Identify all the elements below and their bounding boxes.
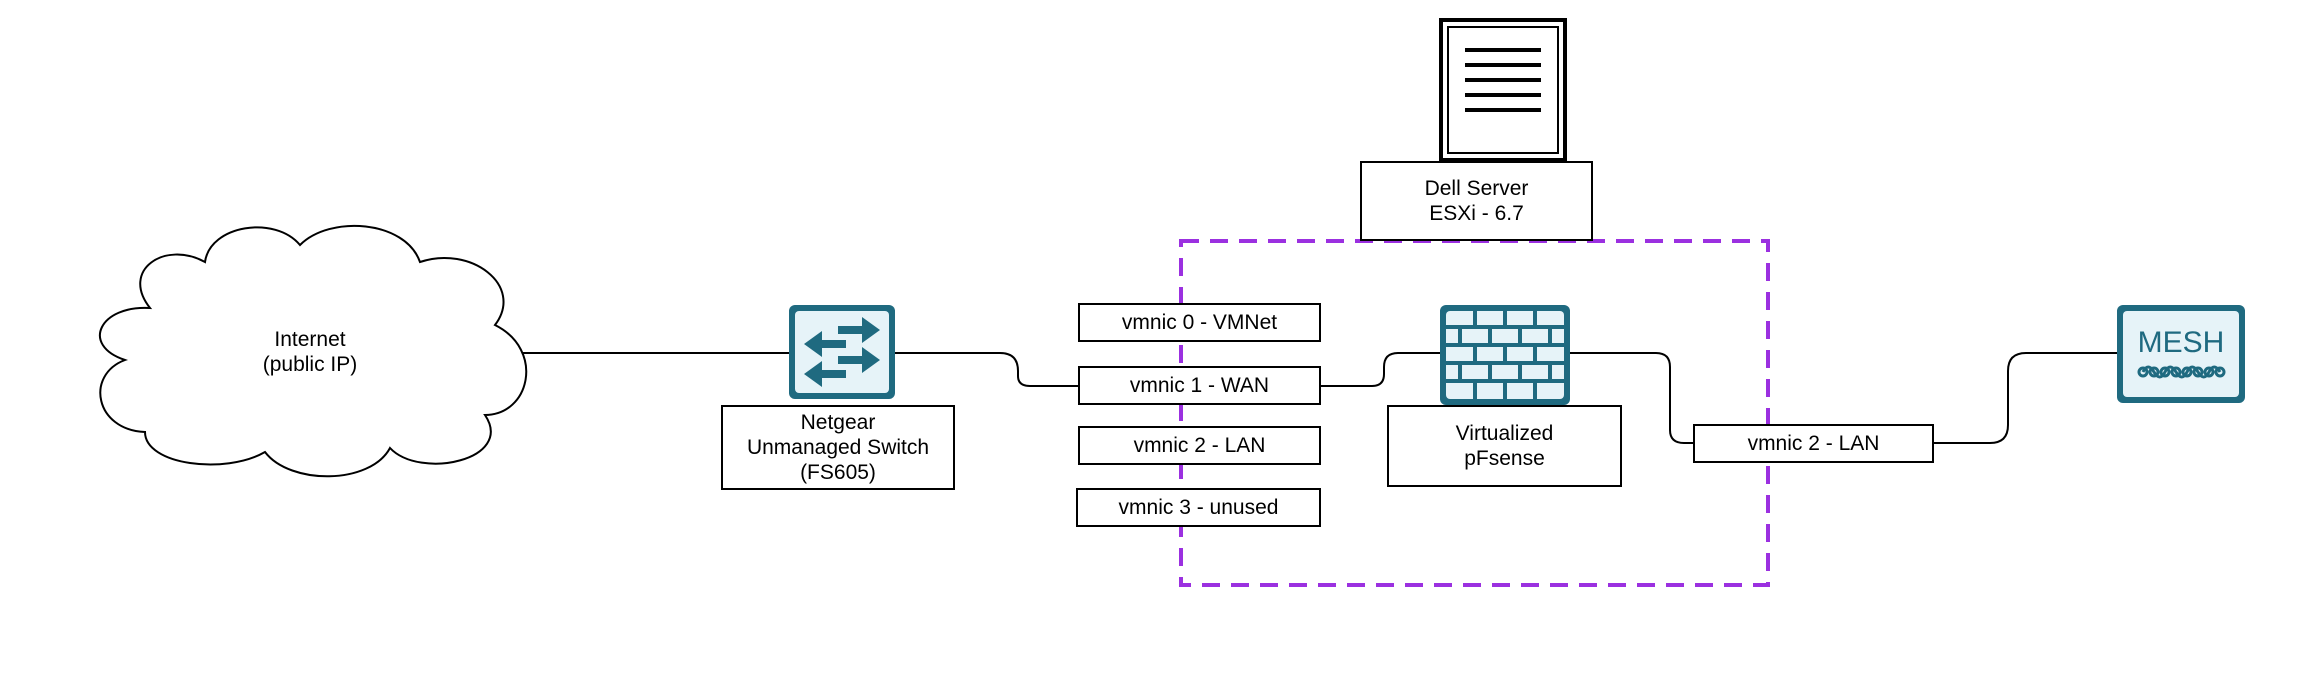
mesh-router-icon: MESH xyxy=(2117,305,2245,403)
server-label-box: Dell Server ESXi - 6.7 xyxy=(1360,161,1593,241)
switch-label-box: Netgear Unmanaged Switch (FS605) xyxy=(721,405,955,490)
connectors xyxy=(505,352,2117,444)
esxi-boundary xyxy=(1179,239,1770,587)
vmnic-3-box: vmnic 3 - unused xyxy=(1076,488,1321,527)
lan-out-box: vmnic 2 - LAN xyxy=(1693,424,1934,463)
switch-arrows-icon xyxy=(789,305,895,399)
connector-switch-vmnic1 xyxy=(893,352,1078,387)
internet-cloud-icon xyxy=(99,225,528,478)
server-tower-icon xyxy=(1439,18,1567,162)
firewall-label-box: Virtualized pFsense xyxy=(1387,405,1622,487)
mesh-icon-label: MESH xyxy=(2138,326,2225,359)
vmnic-1-box: vmnic 1 - WAN xyxy=(1078,366,1321,405)
vmnic-0-box: vmnic 0 - VMNet xyxy=(1078,303,1321,342)
connector-firewall-lan xyxy=(1570,352,1693,444)
vmnic-2-box: vmnic 2 - LAN xyxy=(1078,426,1321,465)
internet-label: Internet (public IP) xyxy=(262,328,358,376)
firewall-brick-icon xyxy=(1440,305,1570,405)
connector-vmnic1-firewall xyxy=(1321,352,1440,387)
connector-lan-mesh xyxy=(1934,352,2117,444)
